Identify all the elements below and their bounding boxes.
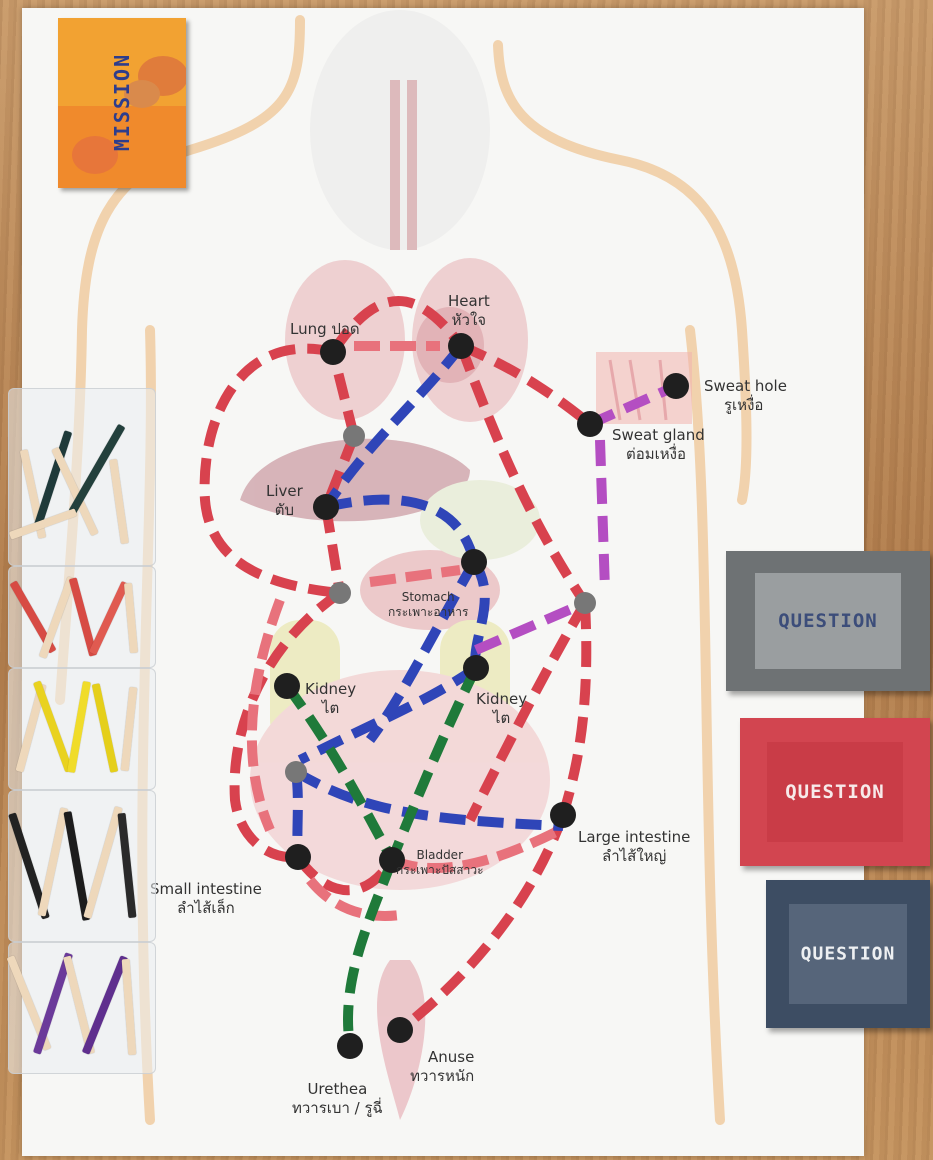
label-urethra-th: ทวารเบา / รูฉี่ — [292, 1099, 383, 1118]
label-sweat-hole: Sweat hole รูเหงื่อ — [704, 377, 787, 415]
label-heart-en: Heart — [448, 292, 490, 311]
question-card-panel: QUESTION — [755, 573, 902, 668]
label-sweat-hole-en: Sweat hole — [704, 377, 787, 396]
label-urethra-en: Urethea — [292, 1080, 383, 1099]
wood-stick — [122, 959, 137, 1055]
node-anus — [387, 1017, 413, 1043]
label-kidney-left-en: Kidney — [305, 680, 356, 699]
node-junction-2 — [329, 582, 351, 604]
question-card-title: QUESTION — [767, 781, 904, 803]
node-large-intestine — [550, 802, 576, 828]
question-deck-navy[interactable]: QUESTION — [766, 880, 930, 1028]
wood-stick — [121, 687, 138, 771]
wood-stick — [124, 583, 138, 653]
label-anus-en: Anuse — [410, 1048, 474, 1067]
wood-stick — [39, 576, 76, 659]
label-small-intestine: Small intestine ลำไส้เล็ก — [150, 880, 262, 918]
label-liver-en: Liver — [266, 482, 303, 501]
label-heart: Heart หัวใจ — [448, 292, 490, 330]
node-sweat-hole — [663, 373, 689, 399]
mission-card-title: MISSION — [110, 53, 134, 151]
label-sweat-gland-en: Sweat gland — [612, 426, 705, 445]
question-card-panel: QUESTION — [767, 742, 904, 843]
node-junction-3 — [574, 592, 596, 614]
node-heart — [448, 333, 474, 359]
question-deck-gray[interactable]: QUESTION — [726, 551, 930, 691]
label-small-intestine-th: ลำไส้เล็ก — [150, 899, 262, 918]
label-anus: Anuse ทวารหนัก — [410, 1048, 474, 1086]
node-junction-4 — [285, 761, 307, 783]
label-sweat-hole-th: รูเหงื่อ — [704, 396, 787, 415]
stick-bag-red[interactable] — [8, 566, 156, 668]
label-stomach-th: กระเพาะอาหาร — [388, 605, 468, 620]
wood-stick — [51, 447, 98, 536]
label-sweat-gland-th: ต่อมเหงื่อ — [612, 445, 705, 464]
node-stomach — [461, 549, 487, 575]
label-large-intestine-th: ลำไส้ใหญ่ — [578, 847, 690, 866]
question-deck-red[interactable]: QUESTION — [740, 718, 930, 866]
label-liver-th: ตับ — [266, 501, 303, 520]
node-sweat-gland — [577, 411, 603, 437]
stick-bag-yellow[interactable] — [8, 668, 156, 790]
node-liver — [313, 494, 339, 520]
node-kidney-right — [463, 655, 489, 681]
node-kidney-left — [274, 673, 300, 699]
wood-stick — [38, 807, 69, 916]
node-urethra — [337, 1033, 363, 1059]
wood-stick — [33, 680, 73, 772]
wood-stick — [118, 813, 137, 918]
label-kidney-right-en: Kidney — [476, 690, 527, 709]
label-kidney-left: Kidney ไต — [305, 680, 356, 718]
stick-bag-black[interactable] — [8, 388, 156, 566]
label-heart-th: หัวใจ — [448, 311, 490, 330]
label-kidney-left-th: ไต — [305, 699, 356, 718]
wood-stick — [92, 683, 119, 773]
stick-bag-purple[interactable] — [8, 942, 156, 1074]
label-liver: Liver ตับ — [266, 482, 303, 520]
wood-stick — [83, 806, 122, 919]
label-kidney-right: Kidney ไต — [476, 690, 527, 728]
wood-stick — [89, 581, 129, 655]
wood-stick — [67, 681, 91, 773]
question-card-title: QUESTION — [789, 943, 907, 964]
label-small-intestine-en: Small intestine — [150, 880, 262, 899]
stick-bag-black-white[interactable] — [8, 790, 156, 942]
label-bladder: Bladder กระเพาะปัสสาวะ — [396, 848, 484, 878]
label-large-intestine: Large intestine ลำไส้ใหญ่ — [578, 828, 690, 866]
label-kidney-right-th: ไต — [476, 709, 527, 728]
wood-stick — [82, 955, 128, 1054]
label-large-intestine-en: Large intestine — [578, 828, 690, 847]
label-lung: Lung ปอด — [290, 320, 360, 339]
label-bladder-th: กระเพาะปัสสาวะ — [396, 863, 484, 878]
path-red — [205, 301, 590, 1030]
mission-card[interactable]: MISSION — [58, 18, 186, 188]
node-junction-1 — [343, 425, 365, 447]
question-card-title: QUESTION — [755, 610, 902, 632]
label-bladder-en: Bladder — [396, 848, 484, 863]
label-stomach-en: Stomach — [388, 590, 468, 605]
node-small-intestine — [285, 844, 311, 870]
wood-stick — [109, 459, 129, 544]
question-card-panel: QUESTION — [789, 904, 907, 1005]
label-urethra: Urethea ทวารเบา / รูฉี่ — [292, 1080, 383, 1118]
label-stomach: Stomach กระเพาะอาหาร — [388, 590, 468, 620]
label-anus-th: ทวารหนัก — [410, 1067, 474, 1086]
node-lung — [320, 339, 346, 365]
label-sweat-gland: Sweat gland ต่อมเหงื่อ — [612, 426, 705, 464]
